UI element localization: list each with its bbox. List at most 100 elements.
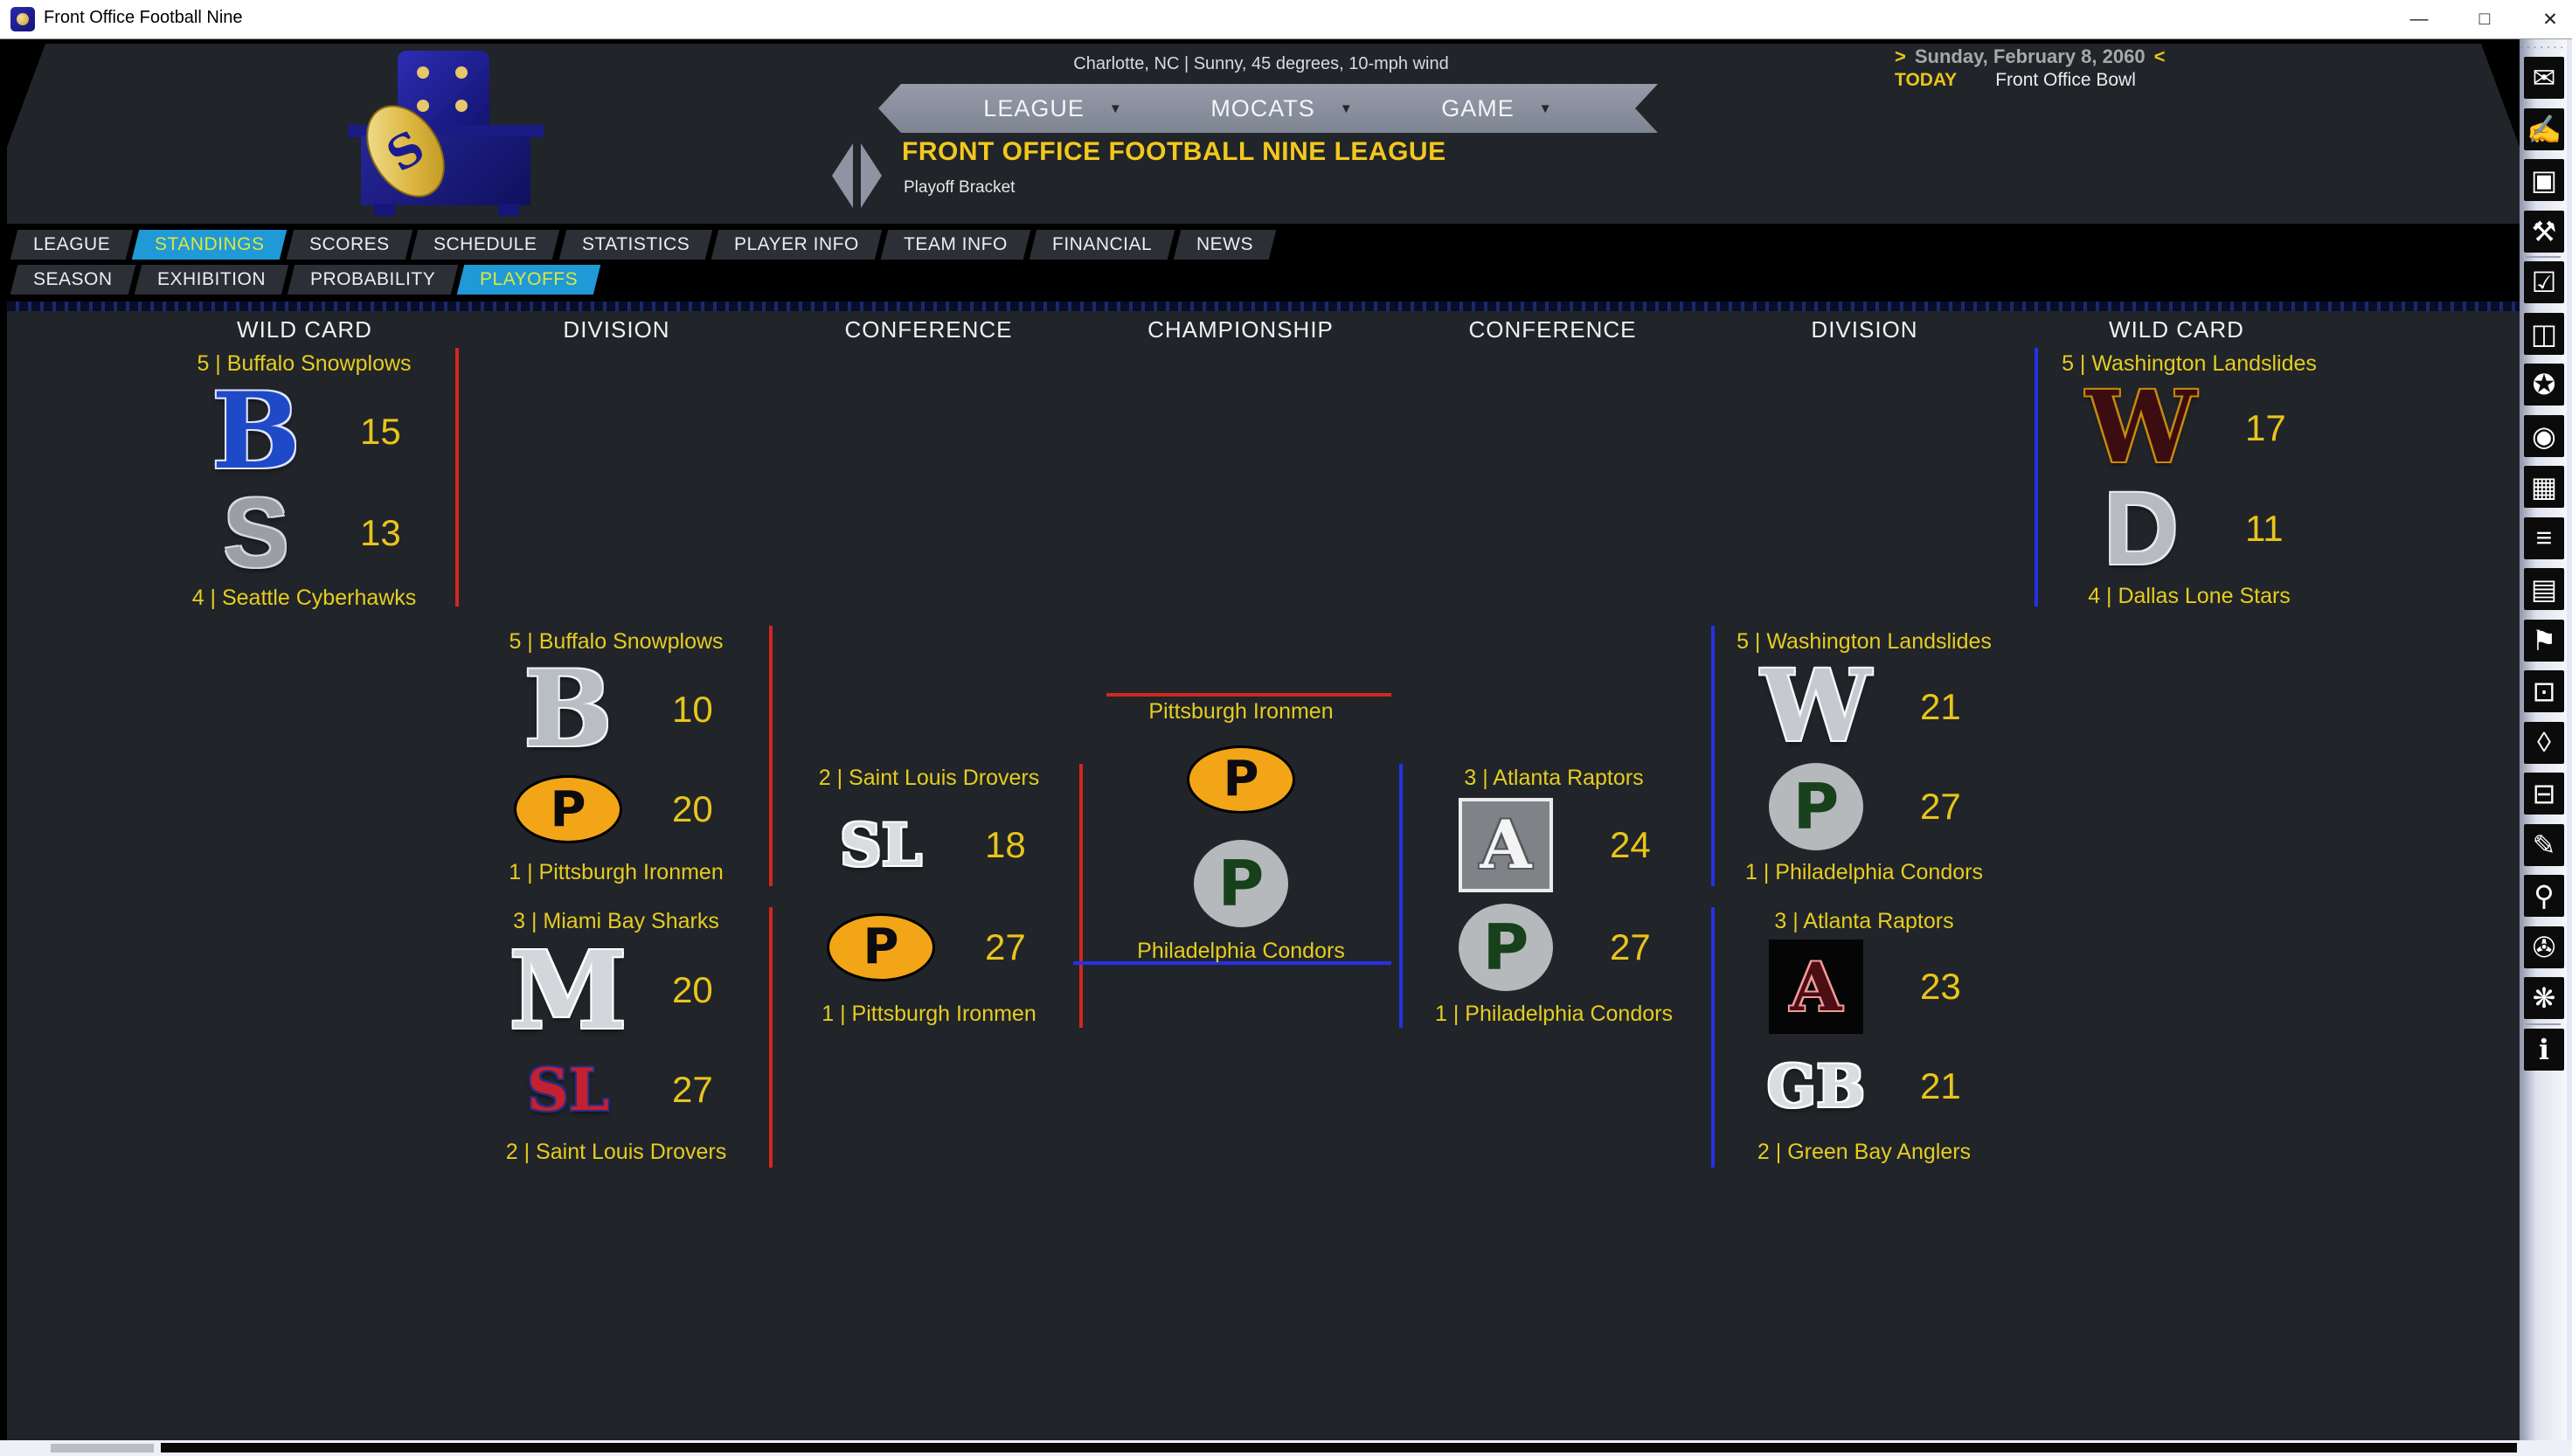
next-day-arrow[interactable]: < [2153, 45, 2166, 67]
team-logo[interactable]: P [1194, 839, 1288, 927]
subtab-playoffs[interactable]: PLAYOFFS [456, 265, 601, 295]
book-icon[interactable]: ◫ [2524, 312, 2564, 355]
team-logo[interactable]: P [485, 775, 651, 843]
wheel-icon[interactable]: ❋ [2524, 977, 2564, 1019]
tab-team-info[interactable]: TEAM INFO [880, 230, 1030, 260]
pittsburgh-eye-logo: P [514, 775, 622, 843]
printer-icon[interactable]: ⊟ [2524, 773, 2564, 815]
team-label[interactable]: 5 | Washington Landslides [2062, 351, 2317, 376]
team-logo[interactable]: B [173, 379, 339, 484]
team-logo[interactable]: P [1187, 745, 1295, 814]
minimize-button[interactable]: — [2409, 9, 2429, 29]
horizontal-scrollbar-thumb[interactable] [51, 1444, 154, 1453]
team-logo[interactable]: SL [485, 1061, 651, 1119]
presentation-icon[interactable]: ⊡ [2524, 670, 2564, 712]
bracket-line-red [1079, 764, 1083, 1028]
team-label[interactable]: 2 | Green Bay Anglers [1757, 1140, 1972, 1164]
menu-label: LEAGUE [983, 94, 1085, 121]
prev-page-icon[interactable] [832, 143, 853, 208]
team-label[interactable]: 1 | Philadelphia Condors [1745, 860, 1983, 884]
medal-icon[interactable]: ✪ [2524, 364, 2564, 406]
tab-scores[interactable]: SCORES [286, 230, 412, 260]
subtab-exhibition[interactable]: EXHIBITION [134, 265, 288, 295]
team-logo[interactable]: W [1733, 658, 1899, 756]
team-label[interactable]: Pittsburgh Ironmen [1148, 699, 1334, 724]
save-icon[interactable]: ▣ [2524, 159, 2564, 201]
team-logo[interactable]: SL [798, 816, 964, 874]
matchup-team-row: B 15 [156, 379, 453, 484]
tag-icon[interactable]: ◊ [2524, 721, 2564, 764]
tab-news[interactable]: NEWS [1173, 230, 1277, 260]
subtab-probability[interactable]: PROBABILITY [287, 265, 459, 295]
mailbox-icon[interactable]: ✉ [2524, 57, 2564, 99]
team-score: 15 [360, 411, 401, 452]
tab-financial[interactable]: FINANCIAL [1029, 230, 1175, 260]
flag-icon[interactable]: ⚑ [2524, 619, 2564, 662]
tab-label: NEWS [1196, 234, 1253, 254]
team-logo[interactable]: P [1733, 763, 1899, 850]
close-button[interactable]: ✕ [2542, 9, 2558, 30]
search-icon[interactable]: ⚲ [2524, 875, 2564, 917]
bracket-round-header: CONFERENCE [844, 316, 1013, 343]
newspaper-icon[interactable]: ▤ [2524, 568, 2564, 610]
team-logo[interactable]: A [1733, 939, 1899, 1034]
team-label[interactable]: 2 | Saint Louis Drovers [505, 1140, 727, 1164]
team-label[interactable]: 3 | Atlanta Raptors [1774, 909, 1954, 933]
team-label[interactable]: 1 | Pittsburgh Ironmen [822, 1002, 1036, 1026]
menu-league[interactable]: LEAGUE ▼ [983, 95, 1122, 122]
tab-league[interactable]: LEAGUE [10, 230, 134, 260]
team-label[interactable]: 2 | Saint Louis Drovers [818, 766, 1040, 790]
tab-statistics[interactable]: STATISTICS [558, 230, 713, 260]
pencil-icon[interactable]: ✎ [2524, 823, 2564, 866]
compose-mail-icon[interactable]: ✍ [2524, 107, 2564, 150]
team-label[interactable]: 5 | Buffalo Snowplows [197, 351, 412, 376]
league-logo-leg [498, 204, 519, 216]
team-label[interactable]: 1 | Philadelphia Condors [1435, 1002, 1673, 1026]
next-page-icon[interactable] [861, 143, 882, 208]
tab-label: STANDINGS [155, 234, 265, 254]
weather-status: Charlotte, NC | Sunny, 45 degrees, 10-mp… [1073, 54, 1449, 73]
dallas-silver-logo: D [2104, 471, 2179, 586]
team-logo[interactable]: M [485, 937, 651, 1043]
team-score: 17 [2245, 407, 2286, 448]
team-label[interactable]: 3 | Miami Bay Sharks [513, 909, 719, 933]
info-icon[interactable]: ℹ [2524, 1028, 2564, 1071]
team-label[interactable]: Philadelphia Condors [1137, 939, 1345, 963]
team-logo[interactable]: P [1423, 903, 1589, 991]
team-label[interactable]: 5 | Washington Landslides [1737, 629, 1992, 654]
grid-icon[interactable]: ▦ [2524, 466, 2564, 508]
eye-icon[interactable]: ◉ [2524, 414, 2564, 457]
team-score: 13 [360, 512, 401, 553]
team-label[interactable]: 4 | Dallas Lone Stars [2088, 584, 2291, 608]
team-label[interactable]: 1 | Pittsburgh Ironmen [509, 860, 724, 884]
maximize-button[interactable]: □ [2478, 9, 2491, 29]
tab-standings[interactable]: STANDINGS [131, 230, 288, 260]
team-logo[interactable]: B [485, 657, 651, 762]
team-label[interactable]: 4 | Seattle Cyberhawks [191, 586, 417, 610]
team-label[interactable]: 5 | Buffalo Snowplows [509, 629, 724, 654]
team-logo[interactable]: A [1423, 797, 1589, 892]
tools-icon[interactable]: ⚒ [2524, 210, 2564, 253]
sidebar-drag-handle[interactable]: ········· [2520, 39, 2572, 53]
today-event[interactable]: Front Office Bowl [1995, 70, 2136, 90]
menu-mocats[interactable]: MOCATS▼ [1210, 95, 1353, 122]
bracket-round-header: WILD CARD [2109, 316, 2244, 343]
team-logo[interactable]: W [2058, 379, 2224, 477]
tab-player-info[interactable]: PLAYER INFO [711, 230, 883, 260]
cart-icon[interactable]: ✇ [2524, 926, 2564, 968]
menu-game[interactable]: GAME▼ [1441, 95, 1552, 122]
tab-label: SEASON [33, 269, 113, 289]
checklist-icon[interactable]: ☑ [2524, 261, 2564, 303]
list-icon[interactable]: ≡ [2524, 517, 2564, 559]
tab-schedule[interactable]: SCHEDULE [411, 230, 560, 260]
team-score: 27 [985, 926, 1026, 967]
team-label[interactable]: 3 | Atlanta Raptors [1464, 766, 1644, 790]
team-logo[interactable]: GB [1733, 1057, 1899, 1115]
subtab-season[interactable]: SEASON [10, 265, 135, 295]
chevron-down-icon: ▼ [1108, 101, 1123, 116]
team-logo[interactable]: S [173, 484, 339, 582]
team-logo[interactable]: D [2058, 477, 2224, 580]
tab-divider-strip [7, 302, 2520, 311]
prev-day-arrow[interactable]: > [1895, 45, 1906, 67]
team-logo[interactable]: P [798, 912, 964, 981]
